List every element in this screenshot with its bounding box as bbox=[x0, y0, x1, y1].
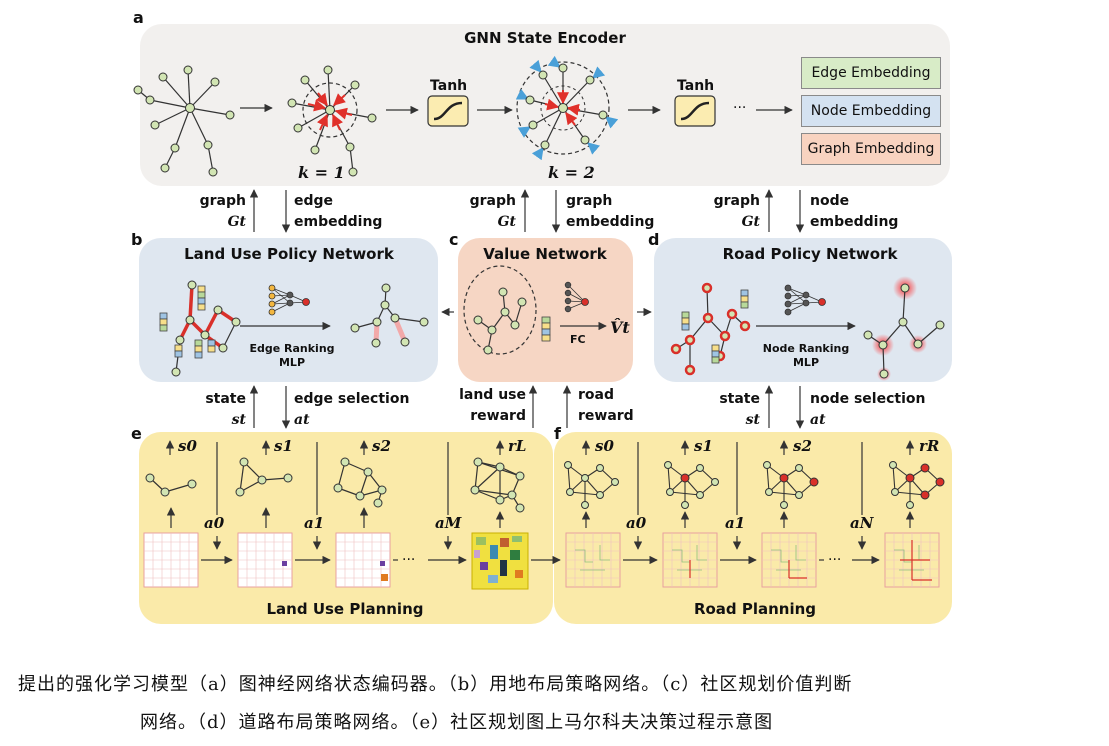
ce-right-line1: road bbox=[578, 387, 614, 403]
ab-left-line1: graph bbox=[199, 193, 246, 209]
be-left-line2: st bbox=[231, 412, 246, 428]
panel-c-background bbox=[458, 238, 633, 382]
f-ellipsis: ··· bbox=[828, 552, 842, 568]
fc-label: FC bbox=[570, 333, 586, 346]
figure-caption-line1: 提出的强化学习模型（a）图神经网络状态编码器。（b）用地布局策略网络。（c）社区… bbox=[18, 674, 853, 695]
panel-b-letter: b bbox=[131, 230, 143, 249]
f-rR-label: rR bbox=[919, 437, 940, 455]
road-grid-0 bbox=[565, 532, 621, 588]
land-use-grid-final bbox=[471, 532, 529, 590]
legend-graph-embedding: Graph Embedding bbox=[801, 133, 941, 165]
ab-right-label: edge embedding bbox=[294, 191, 382, 233]
df-right-line1: node selection bbox=[810, 391, 926, 407]
encoder-ellipsis: ··· bbox=[733, 100, 747, 116]
land-use-grid-1 bbox=[237, 532, 293, 588]
ab-right-line1: edge bbox=[294, 193, 334, 209]
be-left-label: state st bbox=[198, 389, 246, 431]
e-rL-label: rL bbox=[508, 437, 527, 455]
df-right-line2: at bbox=[810, 412, 826, 428]
k1-label: k = 1 bbox=[298, 163, 345, 182]
be-right-label: edge selection at bbox=[294, 389, 409, 431]
be-right-line1: edge selection bbox=[294, 391, 410, 407]
df-left-line2: st bbox=[745, 412, 760, 428]
ad-right-line2: embedding bbox=[810, 214, 899, 230]
ad-left-line2: Gt bbox=[741, 214, 760, 230]
road-grid-1 bbox=[662, 532, 718, 588]
land-use-input-graph bbox=[159, 280, 241, 377]
panel-d-title: Road Policy Network bbox=[722, 245, 898, 263]
ac-left-line1: graph bbox=[469, 193, 516, 209]
ce-left-line2: reward bbox=[470, 408, 526, 424]
e-s1-label: s1 bbox=[274, 437, 293, 455]
panel-f-letter: f bbox=[554, 424, 561, 443]
edge-ranking-mlp-icon bbox=[268, 284, 310, 316]
ad-right-label: node embedding bbox=[810, 191, 898, 233]
df-left-label: state st bbox=[710, 389, 760, 431]
road-grid-2 bbox=[761, 532, 817, 588]
tanh-label-1: Tanh bbox=[430, 78, 468, 94]
df-right-label: node selection at bbox=[810, 389, 925, 431]
panel-c-letter: c bbox=[449, 230, 459, 249]
panel-c-title: Value Network bbox=[483, 245, 607, 263]
k2-label: k = 2 bbox=[548, 163, 595, 182]
edge-ranking-mlp-label: Edge Ranking MLP bbox=[244, 342, 340, 370]
encoder-input-graph bbox=[137, 69, 231, 173]
road-input-graph bbox=[670, 282, 751, 376]
ad-left-label: graph Gt bbox=[710, 191, 760, 233]
be-left-line1: state bbox=[205, 391, 246, 407]
ac-right-line1: graph bbox=[566, 193, 613, 209]
ab-left-line2: Gt bbox=[227, 214, 246, 230]
f-s1-label: s1 bbox=[694, 437, 713, 455]
land-use-grid-0 bbox=[143, 532, 199, 588]
node-ranking-mlp-line1: Node Ranking bbox=[762, 342, 850, 355]
f-s0-label: s0 bbox=[595, 437, 614, 455]
tanh-label-2: Tanh bbox=[677, 78, 715, 94]
panel-e-title: Land Use Planning bbox=[266, 600, 424, 618]
panel-a-title: GNN State Encoder bbox=[464, 29, 626, 47]
panel-d-background bbox=[654, 238, 952, 382]
road-grid-final bbox=[884, 532, 940, 588]
panel-f-title: Road Planning bbox=[693, 600, 817, 618]
ab-left-label: graph Gt bbox=[198, 191, 246, 233]
f-a0-label: a0 bbox=[626, 514, 647, 532]
ab-right-line2: embedding bbox=[294, 214, 383, 230]
legend-edge-embedding: Edge Embedding bbox=[801, 57, 941, 89]
panel-e-letter: e bbox=[131, 424, 142, 443]
node-ranking-mlp-label: Node Ranking MLP bbox=[756, 342, 856, 370]
e-a1-label: a1 bbox=[304, 514, 325, 532]
ad-right-line1: node bbox=[810, 193, 850, 209]
f-aN-label: aN bbox=[850, 514, 874, 532]
figure-caption-line2: 网络。（d）道路布局策略网络。（e）社区规划图上马尔科夫决策过程示意图 bbox=[140, 712, 774, 733]
e-aM-label: aM bbox=[435, 514, 462, 532]
f-s2-label: s2 bbox=[793, 437, 812, 455]
ac-left-line2: Gt bbox=[497, 214, 516, 230]
be-right-line2: at bbox=[294, 412, 310, 428]
e-s2-label: s2 bbox=[372, 437, 391, 455]
df-left-line1: state bbox=[719, 391, 760, 407]
node-ranking-mlp-icon bbox=[784, 284, 826, 316]
legend-node-embedding: Node Embedding bbox=[801, 95, 941, 127]
panel-b-title: Land Use Policy Network bbox=[184, 245, 394, 263]
ce-right-label: road reward bbox=[578, 385, 634, 427]
ac-right-label: graph embedding bbox=[566, 191, 654, 233]
panel-f-background bbox=[554, 432, 952, 624]
ac-left-label: graph Gt bbox=[466, 191, 516, 233]
ce-right-line2: reward bbox=[578, 408, 634, 424]
value-output-label: V̂t bbox=[610, 318, 630, 337]
ac-right-line2: embedding bbox=[566, 214, 655, 230]
panel-a-letter: a bbox=[133, 8, 144, 27]
f-a1-label: a1 bbox=[725, 514, 746, 532]
ad-left-line1: graph bbox=[713, 193, 760, 209]
edge-ranking-mlp-line2: MLP bbox=[278, 356, 306, 369]
e-s0-label: s0 bbox=[178, 437, 197, 455]
e-a0-label: a0 bbox=[204, 514, 225, 532]
e-ellipsis: ··· bbox=[402, 552, 416, 568]
node-ranking-mlp-line2: MLP bbox=[792, 356, 820, 369]
panel-d-letter: d bbox=[648, 230, 660, 249]
ce-left-line1: land use bbox=[459, 387, 526, 403]
edge-ranking-mlp-line1: Edge Ranking bbox=[249, 342, 335, 355]
land-use-grid-2 bbox=[335, 532, 391, 588]
ce-left-label: land use reward bbox=[456, 385, 526, 427]
